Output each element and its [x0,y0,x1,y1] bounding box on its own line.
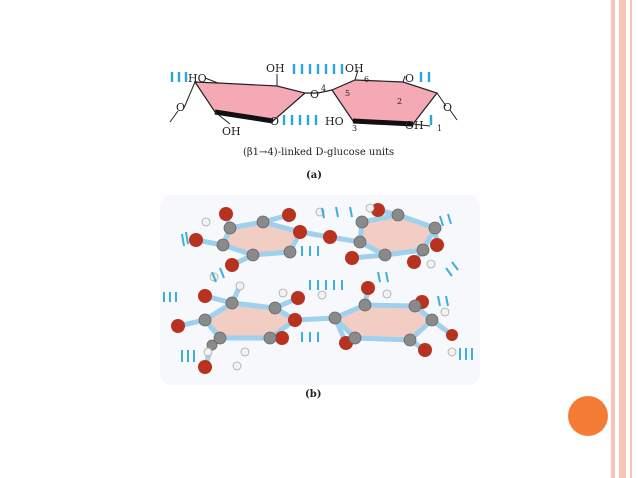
bond [412,123,431,127]
atom-o-right-ring: O [405,72,414,85]
ring-plane [335,305,432,340]
atom-number-5: 5 [345,89,350,98]
atom-number-2: 2 [397,97,402,106]
hydrogen-atoms [201,203,457,371]
bond [402,75,406,83]
bond [354,69,359,81]
ring-plane [360,215,435,255]
atom-number-6: 6 [364,75,369,84]
atom-o4: O [310,88,319,101]
atom-o-left-chain: O [176,101,185,114]
carbon-atoms [198,208,442,351]
hydrogen-bonds-b [163,206,473,362]
caption-a: (a) [306,170,322,181]
bond [204,77,219,84]
bond [214,111,231,125]
atom-o-right-chain: O [443,101,452,114]
bond [169,110,179,123]
atom-oh-bottom-left: OH [222,125,241,138]
ring-right-bold-edge [352,118,414,127]
ring-plane [223,222,300,255]
atom-ho-mid: HO [325,115,344,128]
atom-oh-top-left: OH [266,62,285,75]
atom-number-1: 1 [437,124,442,133]
decor-stripe-2 [619,0,626,478]
atom-oh-bottom-right: OH [405,119,424,132]
hydrogen-bonds-a [170,64,433,125]
atom-number-3: 3 [352,124,357,133]
decor-stripe-3 [630,0,632,478]
bond [449,109,458,121]
accent-circle [568,396,608,436]
ring-left-bold-edge [214,109,274,124]
linkage-label: (β1→4)-linked D-glucose units [243,147,394,158]
atom-oh-top-right: OH [345,62,364,75]
atom-number-4: 4 [321,84,326,93]
atom-ho-left: HO [188,72,207,85]
atom-o-ring-left: O [270,115,279,128]
glycosidic-bond [305,89,333,94]
bond [183,81,196,109]
bond [436,92,447,107]
decor-stripe-1 [611,0,615,478]
caption-b: (b) [305,389,321,400]
